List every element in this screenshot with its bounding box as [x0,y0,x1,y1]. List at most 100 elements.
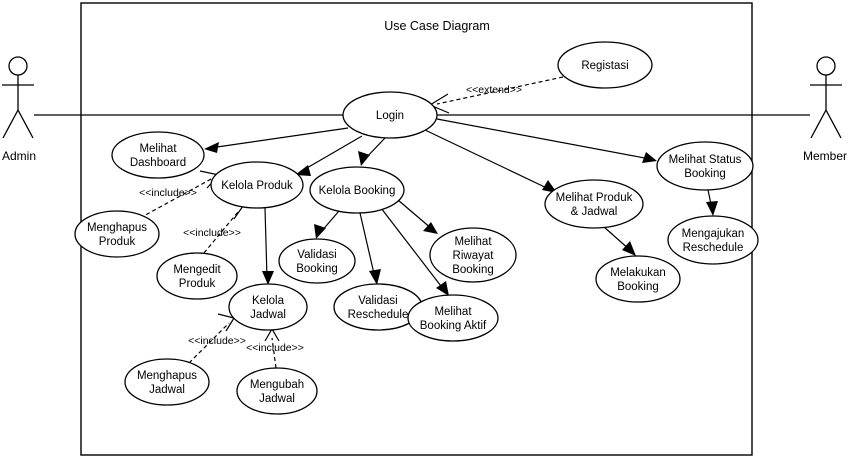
use-case-melihat-produk-jadwal-label-line2: & Jadwal [571,206,618,218]
actor-member-label: Member [803,149,847,163]
use-case-mengedit-produk-label-line2: Produk [179,278,216,290]
link-menghapus-jadwal-kelola-jadwal [188,322,230,364]
actor-admin-label: Admin [2,149,36,163]
use-case-melihat-booking-aktif[interactable]: Melihat Booking Aktif [407,294,499,342]
use-case-menghapus-jadwal-label-line2: Jadwal [149,384,185,396]
member-leg-right-icon [825,109,842,139]
use-case-melihat-dashboard-shape [111,131,205,179]
use-case-melihat-status-booking[interactable]: Melihat Status Booking [656,141,754,191]
arrowhead-login-melihat-produk-jadwal [542,180,557,193]
use-case-mengubah-jadwal-shape [236,367,318,415]
arrowhead-melihat-produk-jadwal-melakukan-booking [622,241,636,256]
use-case-melakukan-booking-shape [595,255,681,303]
use-case-melihat-dashboard-label-line2: Dashboard [130,157,186,169]
use-case-menghapus-produk[interactable]: Menghapus Produk [74,210,160,258]
arrowhead-login-kelola-booking [358,151,370,166]
use-case-melihat-dashboard[interactable]: Melihat Dashboard [111,131,205,179]
use-case-validasi-reschedule[interactable]: Validasi Reschedule [333,283,423,331]
arrowhead-kelola-booking-validasi-reschedule [369,269,381,285]
use-case-mengedit-produk-shape [156,252,238,300]
use-case-validasi-booking[interactable]: Validasi Booking [278,238,356,284]
actor-member[interactable]: Member [803,56,847,163]
use-case-login[interactable]: Login [342,91,438,139]
use-case-mengedit-produk[interactable]: Mengedit Produk [156,252,238,300]
admin-leg-left-icon [2,109,19,139]
member-head-icon [816,56,836,76]
use-case-mengajukan-reschedule-label-line2: Reschedule [683,242,744,254]
use-case-kelola-produk-shape [210,161,304,209]
link-login-melihat-status-booking [436,118,651,160]
arrowhead-melihat-status-booking-mengajukan-reschedule [706,201,718,216]
use-case-kelola-jadwal-shape [228,283,308,331]
use-case-kelola-booking-label: Kelola Booking [319,185,396,197]
use-case-melihat-riwayat-booking-shape [429,227,517,283]
use-case-menghapus-produk-label-line1: Menghapus [87,222,147,234]
use-case-melihat-produk-jadwal-shape [544,179,644,229]
use-case-menghapus-jadwal[interactable]: Menghapus Jadwal [124,358,210,406]
admin-head-icon [8,56,28,76]
use-case-melihat-status-booking-shape [656,141,754,191]
actor-admin[interactable]: Admin [2,56,36,163]
link-registasi-login-extend [436,76,564,105]
link-kelola-booking-melihat-riwayat-booking [397,199,433,230]
admin-leg-right-icon [17,109,34,139]
arrowhead-kelola-booking-validasi-booking [314,224,326,239]
use-case-melakukan-booking-label-line1: Melakukan [610,267,666,279]
use-case-validasi-booking-shape [278,238,356,284]
use-case-melihat-booking-aktif-label-line1: Melihat [434,306,472,318]
use-case-melihat-produk-jadwal[interactable]: Melihat Produk & Jadwal [544,179,644,229]
stereotype-include-menghapus-produk: <<include>> [139,187,197,199]
use-case-melihat-status-booking-label-line2: Booking [684,168,726,180]
use-case-kelola-booking-shape [309,166,405,214]
use-case-login-label: Login [376,110,404,122]
use-case-melihat-dashboard-label-line1: Melihat [139,143,177,155]
stereotype-include-mengubah-jadwal: <<include>> [246,342,304,354]
member-leg-left-icon [810,109,827,139]
use-case-registasi-label: Registasi [581,60,628,72]
arrowhead-kelola-booking-melihat-booking-aktif [436,281,449,296]
use-case-melihat-riwayat-booking[interactable]: Melihat Riwayat Booking [429,227,517,283]
link-kelola-produk-kelola-jadwal [264,207,268,279]
use-case-validasi-reschedule-label-line1: Validasi [358,295,397,307]
use-case-mengubah-jadwal-label-line1: Mengubah [250,379,304,391]
use-case-mengubah-jadwal[interactable]: Mengubah Jadwal [236,367,318,415]
arrowhead-kelola-produk-kelola-jadwal [262,271,274,285]
use-case-kelola-produk-label: Kelola Produk [221,180,293,192]
use-case-melihat-booking-aktif-shape [407,294,499,342]
arrowhead-login-melihat-dashboard [204,142,219,153]
use-case-kelola-produk[interactable]: Kelola Produk [210,161,304,209]
use-case-mengajukan-reschedule[interactable]: Mengajukan Reschedule [667,215,759,265]
use-case-melihat-riwayat-booking-label-line3: Booking [452,264,494,276]
link-login-melihat-dashboard [209,127,349,149]
use-case-validasi-booking-label-line1: Validasi [297,249,336,261]
use-case-menghapus-produk-label-line2: Produk [99,236,136,248]
use-case-kelola-jadwal-label-line1: Kelola [252,295,285,307]
use-case-melakukan-booking-label-line2: Booking [617,281,659,293]
use-case-menghapus-jadwal-shape [124,358,210,406]
use-case-melihat-status-booking-label-line1: Melihat Status [669,154,742,166]
stereotype-include-mengedit-produk: <<include>> [183,227,241,239]
use-case-melihat-riwayat-booking-label-line1: Melihat [454,236,492,248]
use-case-registasi[interactable]: Registasi [557,41,653,89]
link-login-melihat-produk-jadwal [424,129,552,191]
use-case-kelola-jadwal[interactable]: Kelola Jadwal [228,283,308,331]
use-case-mengajukan-reschedule-shape [667,215,759,265]
use-case-kelola-jadwal-label-line2: Jadwal [250,309,286,321]
use-case-melihat-produk-jadwal-label-line1: Melihat Produk [556,192,633,204]
use-case-mengedit-produk-label-line1: Mengedit [173,264,221,276]
link-kelola-booking-validasi-reschedule [359,212,376,279]
link-login-kelola-produk [299,135,363,173]
arrowhead-login-melihat-status-booking [642,152,657,163]
use-case-menghapus-jadwal-label-line1: Menghapus [137,370,197,382]
link-kelola-booking-melihat-booking-aktif [380,207,445,291]
use-case-kelola-booking[interactable]: Kelola Booking [309,166,405,214]
link-mengedit-produk-kelola-produk [203,211,239,254]
use-case-validasi-booking-label-line2: Booking [296,263,338,275]
use-case-mengajukan-reschedule-label-line1: Mengajukan [682,228,745,240]
use-case-melakukan-booking[interactable]: Melakukan Booking [595,255,681,303]
arrowhead-login-kelola-produk [295,165,311,176]
use-case-melihat-booking-aktif-label-line2: Booking Aktif [420,320,487,332]
stereotype-extend-registasi-login: <<extend>> [466,84,522,96]
